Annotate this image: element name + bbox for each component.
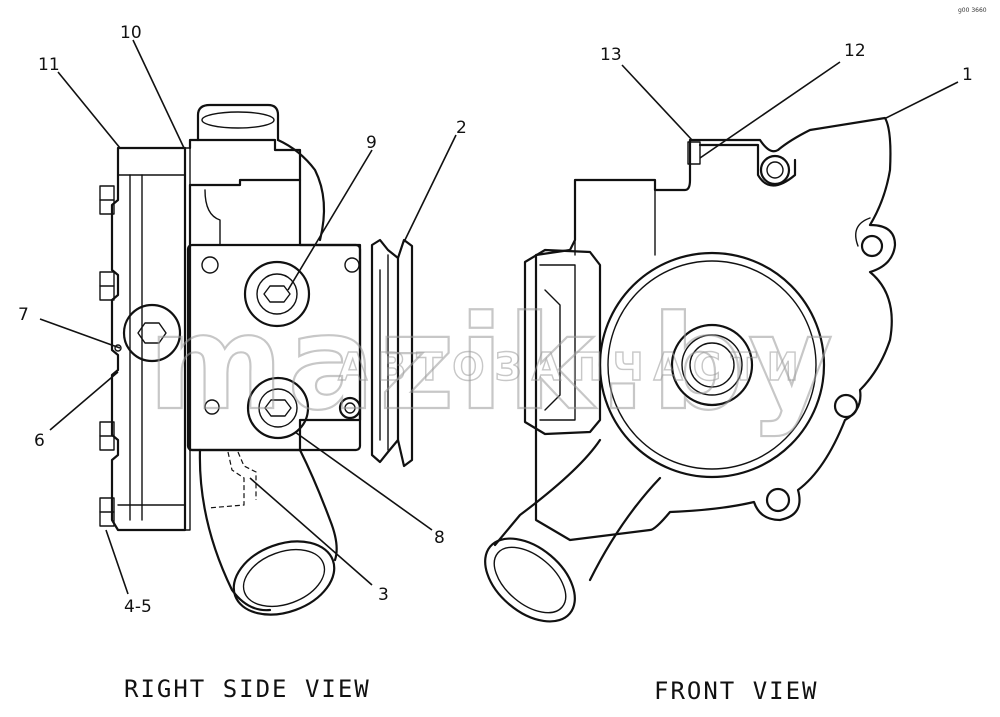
leader-lines xyxy=(39,39,959,595)
callout-11: 11 xyxy=(38,55,60,75)
callout-8: 8 xyxy=(434,528,445,548)
watermark: mazik.by АВТОЗАПЧАСТИ xyxy=(147,286,837,440)
callout-12: 12 xyxy=(844,41,866,61)
callout-6: 6 xyxy=(34,431,45,451)
right-side-view-label: RIGHT SIDE VIEW xyxy=(124,675,371,703)
callout-7: 7 xyxy=(18,305,29,325)
corner-mark: g00 3660 xyxy=(958,7,987,14)
watermark-sub: АВТОЗАПЧАСТИ xyxy=(338,345,809,389)
cover-bolts xyxy=(99,185,115,527)
callout-2: 2 xyxy=(456,118,467,138)
front-view-drawing xyxy=(484,116,897,623)
callout-10: 10 xyxy=(120,23,142,43)
callout-numbers: 10 11 9 2 7 6 8 3 4-5 13 12 1 xyxy=(18,23,973,617)
right-side-view-drawing xyxy=(99,103,414,616)
callout-4-5: 4-5 xyxy=(124,597,152,617)
watermark-main: mazik.by xyxy=(148,287,837,439)
callout-9: 9 xyxy=(366,133,377,153)
front-view-label: FRONT VIEW xyxy=(654,677,819,705)
callout-13: 13 xyxy=(600,45,622,65)
callout-1: 1 xyxy=(962,65,973,85)
callout-3: 3 xyxy=(378,585,389,605)
